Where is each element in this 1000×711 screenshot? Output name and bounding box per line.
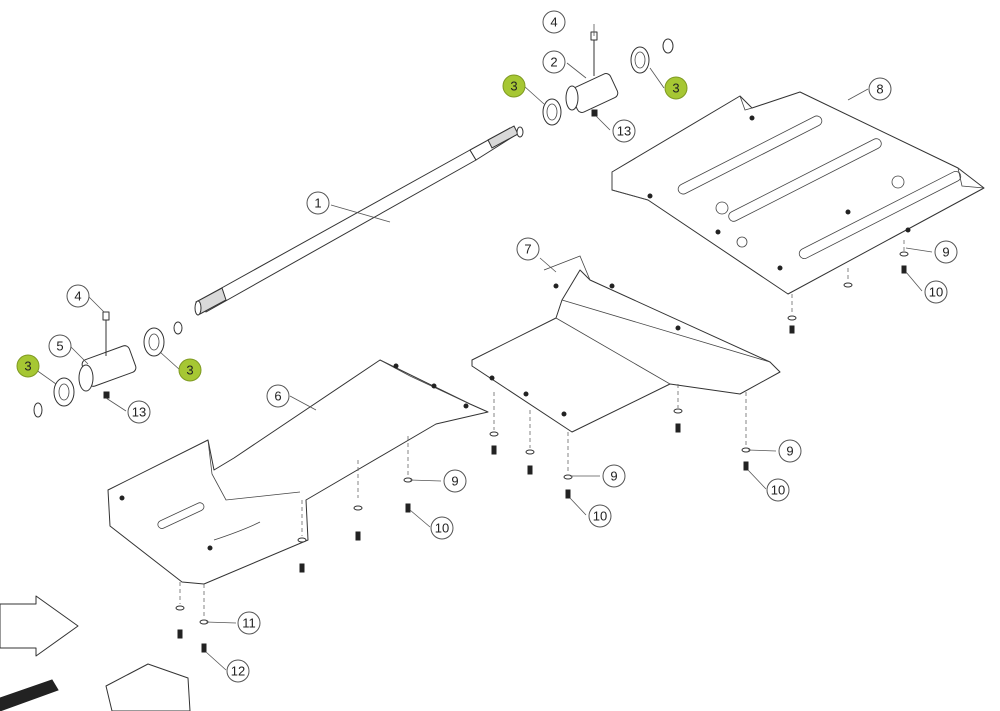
callout-label: 6 [274,389,281,404]
callout-3-highlighted[interactable]: 3 [664,76,688,100]
callout-label: 9 [451,474,458,489]
callout-11: 11 [237,611,261,635]
callout-label: 9 [786,444,793,459]
tray-part-6 [107,359,489,585]
callout-label: 13 [132,405,146,420]
callout-label: 12 [231,664,245,679]
callout-6: 6 [266,384,290,408]
callout-9: 9 [602,464,626,488]
callout-label: 9 [942,245,949,260]
callout-2: 2 [542,50,566,74]
callout-10: 10 [588,504,612,528]
hardware-6 [175,436,413,653]
leader-lines [31,24,933,671]
callout-label: 7 [524,242,531,257]
callout-4: 4 [66,284,90,308]
callout-label: 10 [435,521,449,536]
callout-label: 8 [876,82,883,97]
callout-9: 9 [443,469,467,493]
plate-part-8 [611,91,985,295]
callout-3-highlighted[interactable]: 3 [178,358,202,382]
callout-label: 3 [24,359,31,374]
callout-9: 9 [778,439,802,463]
callout-13: 13 [612,119,636,143]
callout-label: 10 [929,285,943,300]
right-bearing-assembly [516,31,674,138]
callout-label: 11 [242,616,256,631]
left-bearing-assembly [33,311,183,418]
callout-3-highlighted[interactable]: 3 [16,354,40,378]
callout-label: 9 [610,469,617,484]
hardware-8 [787,240,909,334]
callout-13: 13 [127,400,151,424]
shaft-part-1 [194,125,519,316]
callout-label: 4 [74,289,81,304]
callout-9: 9 [934,240,958,264]
callout-label: 4 [550,15,557,30]
callout-label: 13 [617,124,631,139]
callout-label: 2 [550,55,557,70]
callout-10: 10 [430,516,454,540]
callout-10: 10 [766,478,790,502]
bracket-part-7 [471,255,781,433]
callout-label: 5 [56,339,63,354]
nav-arrow-icon-2[interactable] [0,663,191,711]
hardware-7 [489,384,751,499]
callout-10: 10 [924,280,948,304]
callout-label: 10 [771,483,785,498]
callout-label: 1 [314,196,321,211]
callout-7: 7 [516,237,540,261]
callout-label: 10 [593,509,607,524]
callout-label: 3 [186,363,193,378]
callout-1: 1 [306,191,330,215]
callout-12: 12 [226,659,250,683]
callout-label: 3 [510,79,517,94]
callout-label: 3 [672,81,679,96]
callout-3-highlighted[interactable]: 3 [502,74,526,98]
callout-8: 8 [868,77,892,101]
callout-5: 5 [48,334,72,358]
callout-4: 4 [542,10,566,34]
nav-arrow-icon[interactable] [0,595,79,657]
